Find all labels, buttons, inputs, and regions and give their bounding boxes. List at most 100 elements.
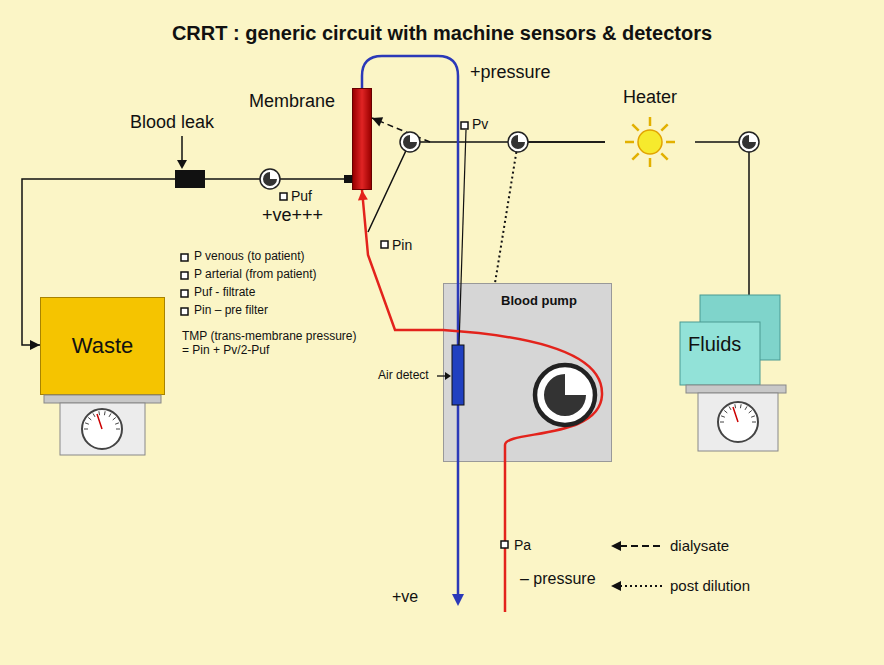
fluid-scale [686,385,786,393]
arrow-head [358,190,368,200]
callout-label: Pa [514,537,531,553]
legend-samples [611,581,621,591]
blood-leak-pointer [177,136,187,169]
heater-sun [625,117,675,167]
sensor-marker [181,290,188,297]
blood-leak-pointer [181,136,183,162]
waste-scale [82,409,122,449]
waste-scale [44,395,161,455]
flow-line-segment [430,141,605,143]
legend-samples [611,541,621,551]
blood-leak-pointer [177,160,187,169]
sun-ray [661,124,667,130]
roller-pumps [508,132,528,152]
sun-ray [632,124,638,130]
flow-line [358,190,443,330]
scale-tick [113,417,116,420]
fluid-bags [700,295,780,360]
scale-tick [109,413,111,416]
flow-line [205,179,352,180]
pre-dilution-line [368,142,430,232]
node-label: Waste [72,333,134,358]
scale-tick [734,404,736,408]
waste-container: Waste [40,297,165,395]
node-label: Blood leak [130,112,160,133]
label-holder: TMP (trans-membrane pressure) = Pin + Pv… [182,330,364,358]
scale-tick [720,422,724,423]
scale-tick [85,423,89,424]
label-holder: Puf - filtrate [194,286,255,300]
flow-line [495,142,605,283]
scale-tick [93,413,95,416]
flow-line [372,117,605,142]
sun-ray [625,141,634,144]
label-holder: Pa [514,537,531,553]
sensor-key: Puf - filtrate [194,286,255,300]
title-holder: CRRT : generic circuit with machine sens… [0,22,884,45]
scale-ticks [84,404,756,429]
fluid-bags: Fluids [680,295,796,385]
return-line [452,594,464,606]
fluid-scale [686,385,786,451]
label-holder: – pressure [520,570,596,588]
pv-sensor-lead [459,130,466,345]
legend-holder: dialysate [670,537,729,554]
flow-line [22,179,175,350]
sensor-key: P arterial (from patient) [194,268,317,282]
label-holder: Pv [472,116,488,132]
scale-tick [88,417,91,420]
scale-tick [729,406,731,409]
sensor-marker [461,122,468,129]
heater-sun [625,117,675,167]
legend-samples [620,585,662,587]
sensor-marker [181,308,188,315]
callout-label: – pressure [520,570,596,588]
membrane-ports [344,175,352,183]
flow-line-segment [495,142,518,283]
sun-ray [632,153,638,159]
return-line [362,56,458,596]
scale-tick [751,416,755,417]
legend-holder: post dilution [670,577,750,594]
callout-label: +ve [392,588,418,606]
heater: Heater [605,85,695,170]
node-label: Membrane [249,91,267,112]
blood-leak-detector: Blood leak [175,170,205,188]
sensor-marker [501,541,508,548]
scale-tick [98,411,100,415]
scale-tick [724,410,727,413]
waste-scale [97,414,102,429]
legend-samples [611,541,662,591]
blood-pump-rotor [535,365,595,425]
legend-text: dialysate [670,537,729,554]
label-holder: P venous (to patient) [194,250,305,264]
label-holder: +ve [392,588,418,606]
sensor-marker [181,272,188,279]
access-line [443,330,602,462]
callout-label: Pin [392,237,412,253]
scale-tick [116,429,120,430]
scale-tick [752,422,756,423]
scale-tick [104,411,106,415]
flow-line-segment [205,178,352,180]
arrow-head [30,340,40,350]
fluid-scale [698,393,778,451]
legend-samples [620,545,662,547]
sensor-key: P venous (to patient) [194,250,305,264]
callout-label: Pv [472,116,488,132]
sun-ray [661,153,667,159]
flow-line-segment [22,179,175,345]
flow-line-segment [362,190,443,330]
roller-pumps [260,132,759,189]
fluid-scale [733,407,738,422]
roller-pumps [739,132,759,152]
arrow-head [372,117,383,126]
label-holder: P arterial (from patient) [194,268,317,282]
pv-sensor-lead [459,130,466,345]
air-detector [437,345,464,405]
sun-ray [649,117,652,126]
callout-label: +ve+++ [262,205,323,226]
return-line [362,56,464,606]
